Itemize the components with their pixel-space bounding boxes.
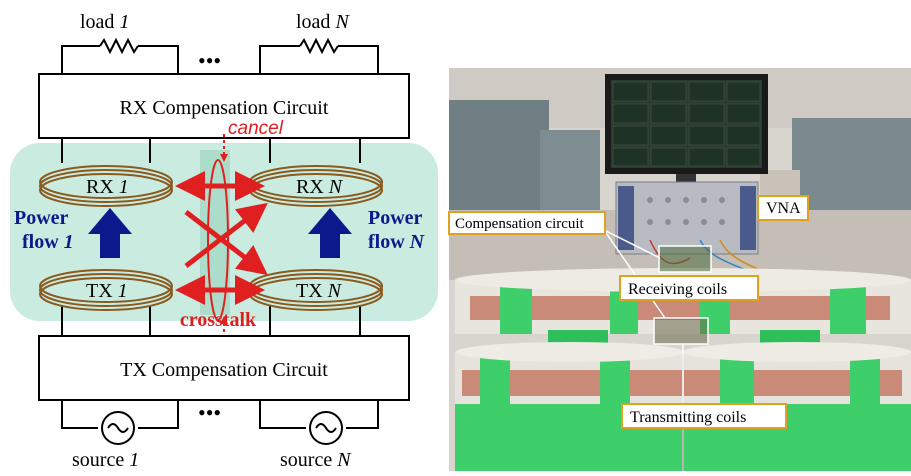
- tx-compensation-label: TX Compensation Circuit: [120, 359, 328, 381]
- monitor-grid: [612, 81, 761, 167]
- power-flow-1-label: Power flow 1: [14, 207, 74, 253]
- experimental-photo: Compensation circuit VNA Receiving coils…: [448, 68, 911, 471]
- transmitting-coil-discs: [455, 342, 911, 471]
- tx-coil-1: [39, 269, 173, 311]
- load-1-label: load 1: [80, 11, 129, 33]
- label-compensation-circuit: Compensation circuit: [448, 211, 606, 235]
- ellipsis-top: •••: [198, 48, 221, 73]
- crosstalk-label: crosstalk: [180, 309, 257, 331]
- partition-right: [792, 118, 911, 218]
- ellipsis-bottom: •••: [198, 400, 221, 425]
- rx-coil-1: [39, 165, 173, 207]
- tx-compensation-box: [38, 335, 410, 401]
- tx-n-label: TX N: [296, 280, 343, 302]
- source-n-label: source N: [280, 449, 352, 471]
- coil-leads: [61, 138, 361, 336]
- cancel-label-top: cancel: [228, 118, 284, 139]
- vna-instrument: [615, 181, 759, 255]
- crosstalk-arrow-diag-2: [184, 202, 268, 268]
- cancel-loop: [207, 159, 229, 321]
- source-1-label: source 1: [72, 449, 139, 471]
- partition-left: [449, 100, 549, 215]
- monitor: [605, 74, 768, 182]
- svg-text:VNA: VNA: [766, 200, 801, 217]
- load-n-circuit: [259, 37, 379, 74]
- power-flow-n-label: Power flow N: [368, 207, 427, 253]
- svg-text:Receiving coils: Receiving coils: [628, 281, 727, 298]
- rx-compensation-label: RX Compensation Circuit: [120, 97, 329, 119]
- source-n-circuit: [259, 400, 379, 445]
- tx-1-label: TX 1: [86, 280, 128, 302]
- svg-text:Compensation circuit: Compensation circuit: [455, 216, 585, 232]
- svg-text:Transmitting coils: Transmitting coils: [630, 409, 746, 426]
- pointer-lines: [603, 229, 684, 404]
- rx-1-label: RX 1: [86, 176, 129, 198]
- label-transmitting-coils: Transmitting coils: [621, 403, 787, 429]
- power-flow-n-arrow: [308, 208, 352, 258]
- schematic-diagram: load 1 load N ••• RX Compensation Circui…: [10, 11, 438, 471]
- source-1-circuit: [61, 400, 179, 445]
- label-vna: VNA: [757, 195, 809, 221]
- crosstalk-arrows: [175, 171, 268, 305]
- power-flow-1-arrow: [88, 208, 132, 258]
- comp-circuit-box-top: [658, 245, 712, 273]
- comp-circuit-box-bottom: [653, 317, 709, 345]
- load-1-circuit: [61, 37, 179, 74]
- rx-compensation-box: [38, 73, 410, 139]
- load-n-label: load N: [296, 11, 350, 33]
- label-receiving-coils: Receiving coils: [619, 275, 759, 301]
- rx-n-label: RX N: [296, 176, 344, 198]
